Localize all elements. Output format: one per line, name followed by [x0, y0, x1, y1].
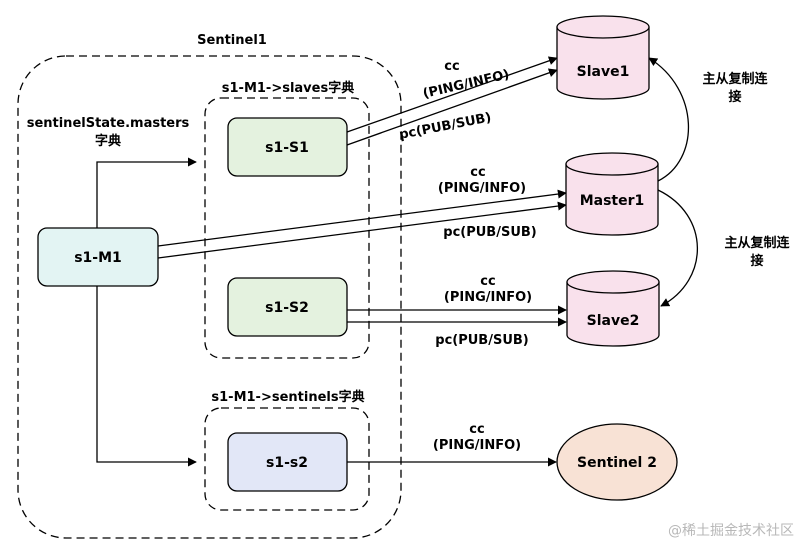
- node-s1-s2-label: s1-S2: [265, 300, 309, 316]
- node-s1-m1-label: s1-M1: [74, 250, 122, 266]
- node-s1-m1[interactable]: [37, 227, 159, 287]
- masters-dict-label-suffix: 字典: [95, 133, 121, 149]
- label-cc-slave1: cc: [444, 59, 459, 74]
- node-slave1[interactable]: Slave1: [556, 15, 650, 100]
- node-slave2-label: Slave2: [587, 313, 640, 329]
- label-pc-slave1: pc(PUB/SUB): [398, 110, 493, 143]
- node-slave1-label: Slave1: [577, 64, 630, 80]
- label-replication-slave2-line2: 接: [750, 253, 763, 269]
- node-s1-s2-sentinel-label: s1-s2: [266, 455, 308, 471]
- label-ping-slave2: (PING/INFO): [444, 290, 532, 305]
- masters-dict-label: sentinelState.masters: [27, 116, 190, 131]
- edge-s1-slave1-pc: [346, 68, 558, 146]
- edge-m1-to-slaves-dict: [96, 157, 197, 228]
- label-replication-slave1-line1: 主从复制连: [702, 71, 768, 87]
- node-s1-s2-sentinel[interactable]: [227, 432, 348, 492]
- label-pc-slave2: pc(PUB/SUB): [435, 333, 528, 348]
- edge-m1-to-sentinels-dict: [96, 286, 197, 467]
- sentinels-dict-label: s1-M1->sentinels字典: [211, 389, 364, 405]
- node-s1-s1[interactable]: [227, 117, 348, 177]
- edge-m1-master1-cc: [157, 189, 567, 247]
- label-cc-master1: cc: [470, 165, 485, 180]
- edge-master1-slave2-replication: [657, 189, 699, 307]
- label-pc-master1: pc(PUB/SUB): [443, 225, 536, 240]
- label-ping-master1: (PING/INFO): [438, 181, 526, 196]
- label-ping-slave1: (PING/INFO): [422, 67, 511, 101]
- sentinel1-group: [17, 55, 402, 539]
- sentinel1-label: Sentinel1: [197, 33, 267, 48]
- node-s1-s2[interactable]: [227, 277, 348, 337]
- node-sentinel2[interactable]: [556, 423, 678, 501]
- edge-s1-slave1-cc: [346, 56, 558, 133]
- node-slave2[interactable]: Slave2: [566, 270, 660, 347]
- label-replication-slave2-line1: 主从复制连: [724, 235, 790, 251]
- edge-master1-slave1-replication: [648, 57, 690, 182]
- label-cc-sentinel2: cc: [469, 422, 484, 437]
- label-replication-slave1-line2: 接: [728, 89, 741, 105]
- watermark-text: @稀土掘金技术社区: [668, 523, 794, 539]
- node-master1-label: Master1: [580, 193, 645, 209]
- label-cc-slave2: cc: [480, 274, 495, 289]
- node-master1[interactable]: Master1: [565, 152, 659, 236]
- node-sentinel2-label: Sentinel 2: [577, 455, 657, 471]
- slaves-dict-group: [204, 97, 370, 359]
- label-ping-sentinel2: (PING/INFO): [433, 438, 521, 453]
- edge-m1-master1-pc: [157, 201, 567, 259]
- node-s1-s1-label: s1-S1: [265, 140, 309, 156]
- slaves-dict-label: s1-M1->slaves字典: [222, 80, 354, 96]
- sentinels-dict-group: [204, 407, 370, 511]
